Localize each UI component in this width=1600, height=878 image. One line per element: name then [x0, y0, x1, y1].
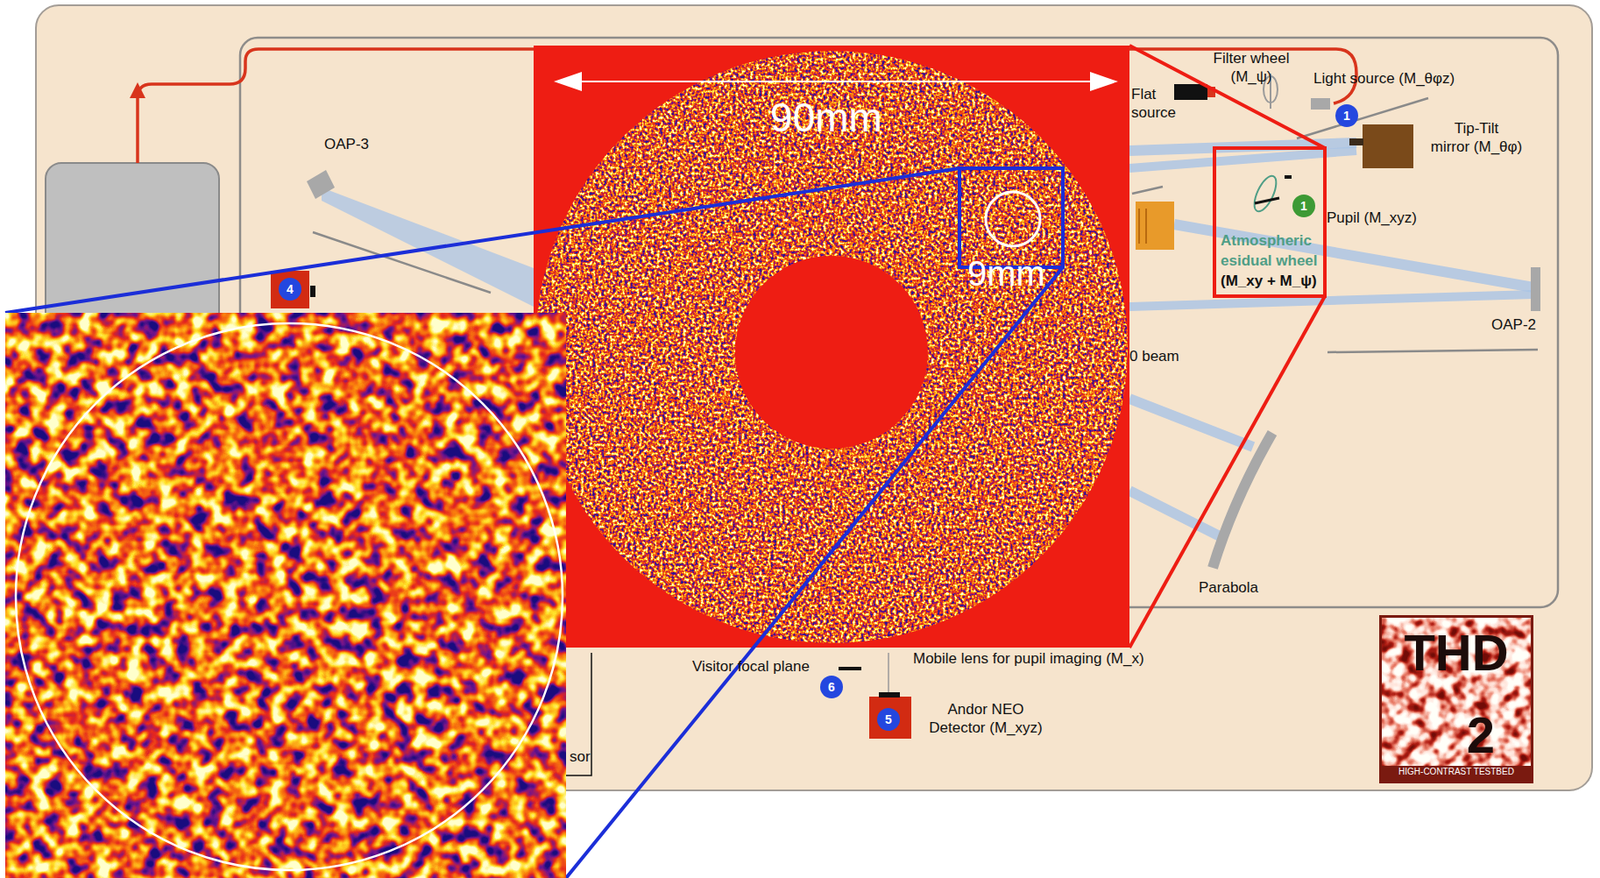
callout-text: 5: [884, 712, 893, 727]
aperture-circle: [985, 191, 1041, 247]
part-label: Pupil (M_xyz): [1326, 208, 1417, 227]
parabola-mirror: [1212, 432, 1273, 568]
part-label: sor: [569, 747, 591, 766]
pupil-mark: [1284, 175, 1292, 179]
phase-noise: [533, 45, 1130, 648]
callout-text: 6: [828, 679, 836, 694]
text-line: Filter wheel: [1202, 49, 1301, 68]
text-line: Andor NEO: [916, 700, 1055, 719]
callout-number: 5: [877, 707, 900, 731]
tip-tilt-mirror: [1362, 124, 1414, 169]
logo-title: THD: [1381, 626, 1531, 680]
text-line: source: [1131, 103, 1176, 122]
focal-plane-mark: [838, 666, 862, 671]
part-label: OAP-2: [1491, 315, 1537, 334]
pupil-phase-map: [533, 45, 1130, 648]
detector-window: [878, 692, 900, 698]
dimension-arrow: [1090, 71, 1119, 92]
part-label: esidual wheel: [1220, 251, 1318, 270]
callout-number: 6: [820, 675, 843, 699]
logo-number: 2: [1458, 708, 1503, 763]
callout-number: 1: [1335, 104, 1359, 128]
callout-text: 4: [286, 282, 294, 297]
text-line: Detector (M_xyz): [916, 718, 1055, 737]
camera: [270, 270, 310, 309]
zoom-frame: [959, 168, 1063, 268]
light-beam: [1129, 490, 1225, 539]
part-label: OAP-3: [324, 134, 369, 154]
zoomed-phase-map: [5, 312, 567, 878]
light-source: [1310, 98, 1331, 110]
baffle: [1132, 186, 1163, 194]
callout-number: 1: [1292, 194, 1316, 218]
dimension-line: [569, 80, 1103, 83]
text-line: (M_ψ): [1202, 67, 1301, 86]
dimension-label: 90mm: [738, 94, 914, 142]
text-line: Flat: [1131, 84, 1176, 104]
zoom-leader: [1129, 45, 1325, 149]
callout-text: 1: [1343, 108, 1351, 123]
light-beam: [1129, 398, 1254, 447]
logo-badge: THD 2HIGH-CONTRAST TESTBED: [1379, 615, 1534, 784]
zoom-leader: [566, 267, 1063, 878]
zoom-leader: [5, 168, 960, 313]
text-line: mirror (M_θφ): [1421, 137, 1532, 156]
part-label: Light source (M_θφz): [1313, 69, 1455, 88]
part-label: (M_xy + M_ψ): [1220, 271, 1317, 291]
baffle: [1327, 349, 1538, 353]
deformable-mirror-stripe: [1145, 208, 1147, 244]
logo-caption: HIGH-CONTRAST TESTBED: [1381, 767, 1531, 778]
dimension-label: 9mm: [967, 253, 1046, 294]
zoom-source-frame: [1214, 148, 1325, 297]
part-label: Andor NEO Detector (M_xyz): [916, 700, 1055, 737]
part-label: Tip-Tilt mirror (M_θφ): [1421, 119, 1532, 156]
part-label: Mobile lens for pupil imaging (M_x): [913, 649, 1145, 668]
text-line: Tip-Tilt: [1421, 119, 1532, 138]
oap2-mirror: [1530, 267, 1541, 312]
camera-window: [310, 285, 316, 298]
light-beam: [1129, 150, 1357, 169]
zoom-panel: [533, 45, 1130, 648]
part-label: Flat source: [1131, 84, 1176, 122]
part-label: Visitor focal plane: [692, 657, 810, 676]
part-label: 0 beam: [1129, 346, 1180, 366]
deformable-mirror-stripe: [1138, 208, 1140, 244]
pupil-mask: [1250, 172, 1282, 214]
bracket: [566, 652, 592, 776]
detector: [869, 696, 912, 739]
part-label: Atmospheric: [1220, 231, 1312, 250]
central-obstruction: [735, 255, 928, 449]
tip-tilt-face: [1349, 138, 1364, 146]
callout-text: 1: [1300, 198, 1308, 213]
logo-caption-bar: [1381, 765, 1531, 781]
fiber-arrow: [129, 82, 146, 99]
flat-source: [1174, 84, 1208, 100]
callout-number: 4: [278, 277, 302, 301]
lens-rail: [887, 652, 890, 694]
dimension-arrow: [553, 71, 582, 92]
aperture-circle: [15, 323, 563, 871]
deformable-mirror: [1135, 201, 1175, 250]
oap3-mirror: [306, 169, 335, 199]
light-beam: [1129, 294, 1534, 307]
zoom-leader: [1129, 296, 1325, 648]
part-label: Filter wheel (M_ψ): [1202, 49, 1301, 86]
laser-housing: [45, 162, 220, 339]
pupil-holder: [1254, 198, 1280, 204]
logo-ground: [1379, 615, 1534, 784]
part-label: Parabola: [1198, 578, 1259, 597]
